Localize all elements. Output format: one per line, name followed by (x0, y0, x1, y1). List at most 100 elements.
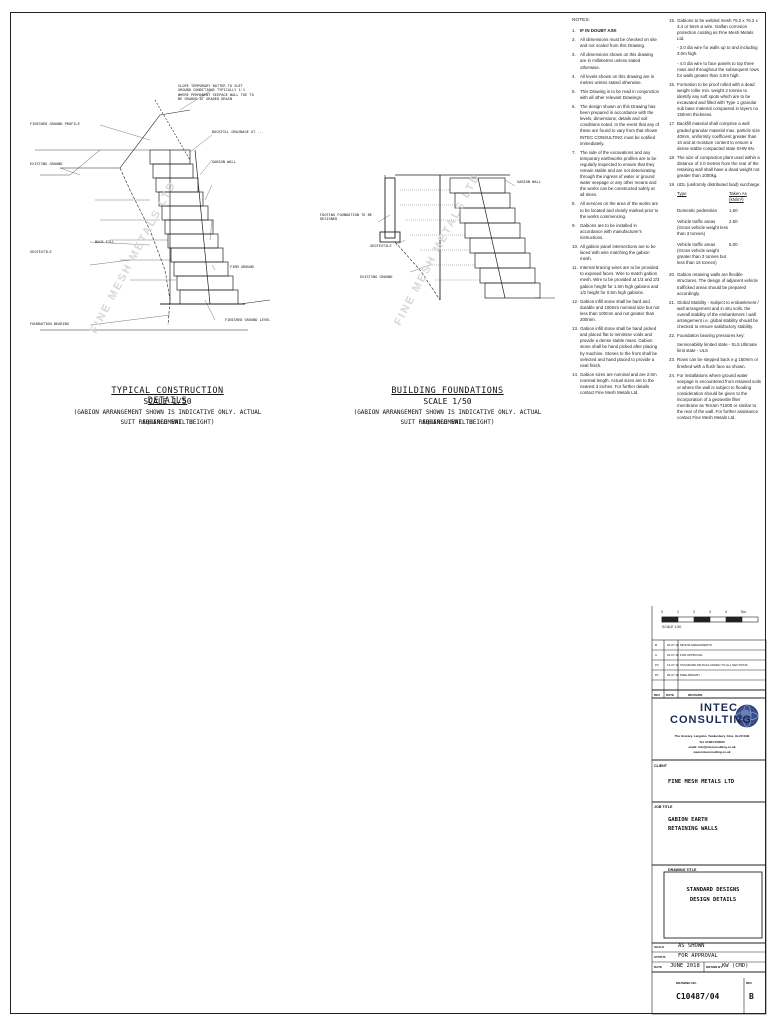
revision-date: 26.07.18 (667, 643, 679, 647)
drawing-title-line-2: DESIGN DETAILS (689, 897, 737, 903)
udl-type: Vehicle traffic areas (Gross vehicle wei… (677, 219, 728, 237)
note-item: 13.Gabion infill stone shall be hand pic… (572, 326, 660, 369)
note-item: 4.All levels shown on this drawing are i… (572, 74, 660, 86)
note-text: - 3.0 dia wire for walls up to and inclu… (677, 45, 758, 57)
detail-title-construction: TYPICAL CONSTRUCTION DETAILS (111, 386, 224, 406)
note-text: This Drawing is to be read in conjunctio… (580, 88, 660, 100)
drawing-number-label: DRAWING NO. (676, 981, 697, 985)
note-number: 10. (572, 244, 579, 249)
callout-existing-ground-2: EXISTING GROUND (360, 275, 393, 279)
udl-value: 5.00 (729, 242, 738, 248)
note-number: 15. (669, 18, 676, 23)
job-title-label: JOB TITLE (654, 805, 673, 809)
job-title-line-2: RETAINING WALLS (668, 826, 718, 832)
revision-rev: P1 (655, 673, 659, 677)
callout-gabion-wall: GABION WALL (212, 160, 236, 164)
rev-header-date: DATE (666, 693, 674, 697)
note-item: 11.Internal bracing wires are to be prov… (572, 265, 660, 295)
drawing-number-value: C10487/04 (676, 992, 720, 1001)
notes-column-2: 15.Gabions to be welded mesh 76.2 x 76.2… (669, 18, 761, 424)
construction-detail-drawing (35, 89, 271, 331)
callout-slope-batter: SLOPE TEMPORARY BATTER TO SUIT GROUND CO… (178, 84, 254, 102)
callout-footing-foundation: FOOTING FOUNDATION TO BE DESIGNED (320, 213, 372, 222)
revision-date: 12.07.18 (667, 663, 679, 667)
company-name-2: CONSULTING (670, 714, 752, 726)
revision-rev: A (655, 653, 658, 657)
callout-backfill-drainage: BACKFILL DRAINAGE AT ... (212, 130, 264, 134)
detail-note-construction-1: (GABION ARRANGEMENT SHOWN IS INDICATIVE … (73, 409, 262, 426)
scale-tick-label: 1 (677, 610, 679, 614)
note-number: 24. (669, 372, 676, 378)
udl-type: Domestic pedestrian (677, 208, 718, 214)
detail-title-foundations: BUILDING FOUNDATIONS (391, 386, 504, 396)
detail-note-construction-2: SUIT REQUIRED WALL HEIGHT) (120, 419, 215, 426)
note-item: 23.Rows can be stepped back e.g 150mm or… (669, 357, 761, 369)
scale-bar (661, 616, 759, 623)
client-label: CLIENT (654, 764, 667, 768)
rev-header-desc: REVISION (688, 693, 703, 697)
note-item: 24.For installations where ground water … (669, 373, 761, 422)
note-item: 12.Gabion infill stone shall be hard and… (572, 299, 660, 323)
scale-tick-label: 4 (725, 610, 727, 614)
note-number: 1. (572, 28, 576, 34)
note-item: 7.The side of the excavations and any te… (572, 150, 660, 199)
detail-note-foundations-1: (GABION ARRANGEMENT SHOWN IS INDICATIVE … (353, 409, 542, 426)
note-number: 14. (572, 371, 579, 377)
note-number: 4. (572, 73, 576, 79)
company-address-2: Tel: 01684 000000 (699, 740, 725, 744)
note-number: 18. (669, 154, 676, 160)
note-number: 9. (572, 222, 576, 228)
client-value: FINE MESH METALS LTD (668, 779, 735, 785)
note-text: Backfill material shall comprise a well … (677, 121, 760, 151)
company-address-1: The Granary, Langdon, Tewkesbury, Glos. … (674, 734, 750, 738)
note-item: 2.All dimensions must be checked on site… (572, 37, 660, 49)
note-item: 16.Formation to be proof rolled with a d… (669, 82, 761, 119)
rev-label: REV (746, 981, 753, 985)
callout-firm-ground: FIRM GROUND (230, 265, 254, 269)
note-text: For installations where ground water see… (677, 372, 761, 421)
drawn-by-label: DRAWN BY (706, 965, 723, 969)
company-address-3: email: info@inteconsulting.co.uk (688, 745, 736, 749)
note-number: 17. (669, 121, 676, 127)
note-number: 21. (669, 299, 676, 305)
date-value: JUNE 2018 (670, 963, 700, 969)
scale-tick-label: 0 (661, 610, 663, 614)
note-text: The side of the excavations and any temp… (580, 149, 657, 198)
note-text: Formation to be proof rolled with a dead… (677, 81, 759, 118)
udl-header-value: Taken As (kN/m²) (729, 191, 747, 203)
note-number (669, 45, 677, 57)
note-text: The design shown on this Drawing has bee… (580, 104, 660, 146)
note-text: Gabion sizes are nominal and are 2.0m no… (580, 371, 657, 396)
detail-scale-construction: SCALE 1/50 (143, 397, 192, 406)
building-foundations-drawing (377, 174, 555, 301)
udl-value: 1.50 (729, 208, 738, 214)
revision-desc: MINOR AMENDMENTS (680, 643, 713, 647)
note-number: 3. (572, 52, 576, 58)
callout-geotextile: GEOTEXTILE (30, 250, 52, 254)
note-item: 22.Foundation bearing pressures key: (669, 333, 761, 339)
notes-heading: NOTES: (572, 18, 590, 23)
callout-existing-ground: EXISTING GROUND (30, 162, 63, 166)
revision-desc: PRELIMINARY (680, 673, 701, 677)
udl-value: 2.50 (729, 219, 738, 225)
note-item: 18.The size of compaction plant used wit… (669, 155, 761, 179)
scale-tick-label: 5m (741, 610, 746, 614)
udl-row: Domestic pedestrian 1.50 (677, 208, 761, 214)
note-text: UDL (uniformly distributed load) surchar… (677, 182, 761, 188)
note-number (669, 61, 677, 79)
note-text: All gabion panel intersections are to be… (580, 244, 656, 262)
revision-desc: FOR APPROVAL (680, 653, 703, 657)
note-text: Rows can be stepped back e.g 150mm or fi… (677, 357, 759, 369)
note-item: 8.All services on the area of the works … (572, 201, 660, 219)
note-item: 10.All gabion panel intersections are to… (572, 244, 660, 262)
note-number: 5. (572, 88, 576, 94)
callout-backfill: BACK FILL (95, 240, 115, 244)
note-item: - 4.0 dia wire to face panels to top thr… (669, 61, 761, 79)
note-number: 8. (572, 201, 576, 207)
note-number: 16. (669, 81, 676, 87)
udl-row: Vehicle traffic areas (Gross vehicle wei… (677, 242, 761, 266)
udl-table: Type Taken As (kN/m²) Domestic pedestria… (677, 191, 761, 266)
note-number: 20. (669, 272, 676, 278)
